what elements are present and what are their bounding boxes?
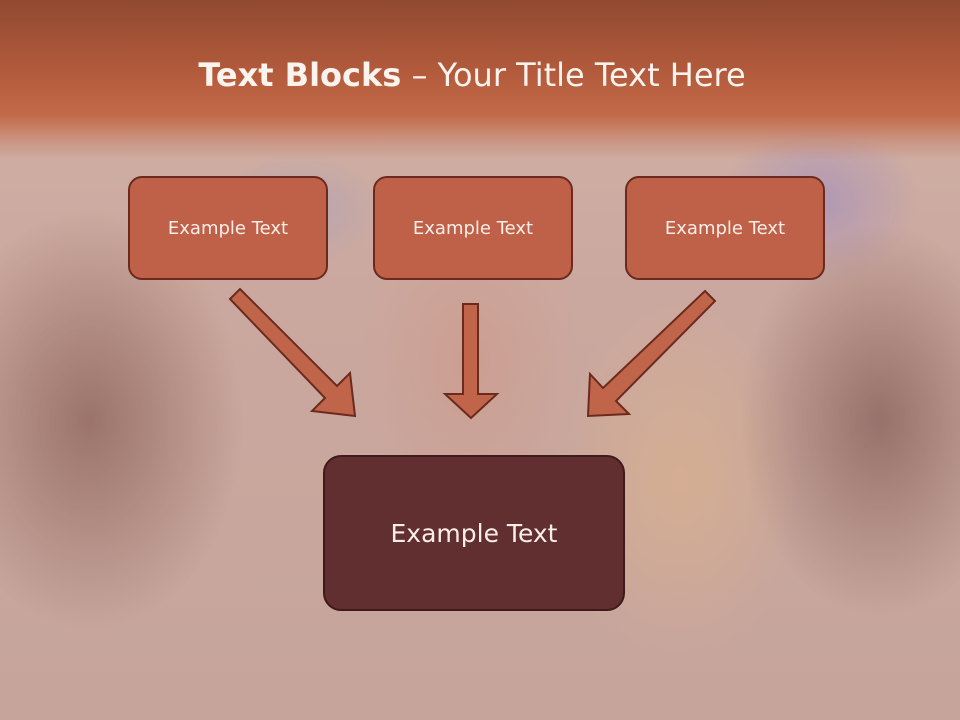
- title-bold: Text Blocks: [198, 56, 402, 94]
- arrow-left: [228, 287, 357, 418]
- target-block-label: Example Text: [390, 518, 558, 548]
- arrow-right: [586, 289, 717, 418]
- title-band: [0, 0, 960, 160]
- text-block-1: Example Text: [128, 176, 328, 280]
- target-block: Example Text: [323, 455, 625, 611]
- arrow-center: [442, 303, 500, 420]
- title-separator: –: [401, 56, 438, 94]
- text-block-3: Example Text: [625, 176, 825, 280]
- title-rest: Your Title Text Here: [437, 56, 746, 94]
- text-block-2: Example Text: [373, 176, 573, 280]
- text-block-3-label: Example Text: [664, 217, 786, 239]
- slide-title: Text Blocks – Your Title Text Here: [0, 52, 944, 98]
- text-block-2-label: Example Text: [412, 217, 534, 239]
- text-block-1-label: Example Text: [167, 217, 289, 239]
